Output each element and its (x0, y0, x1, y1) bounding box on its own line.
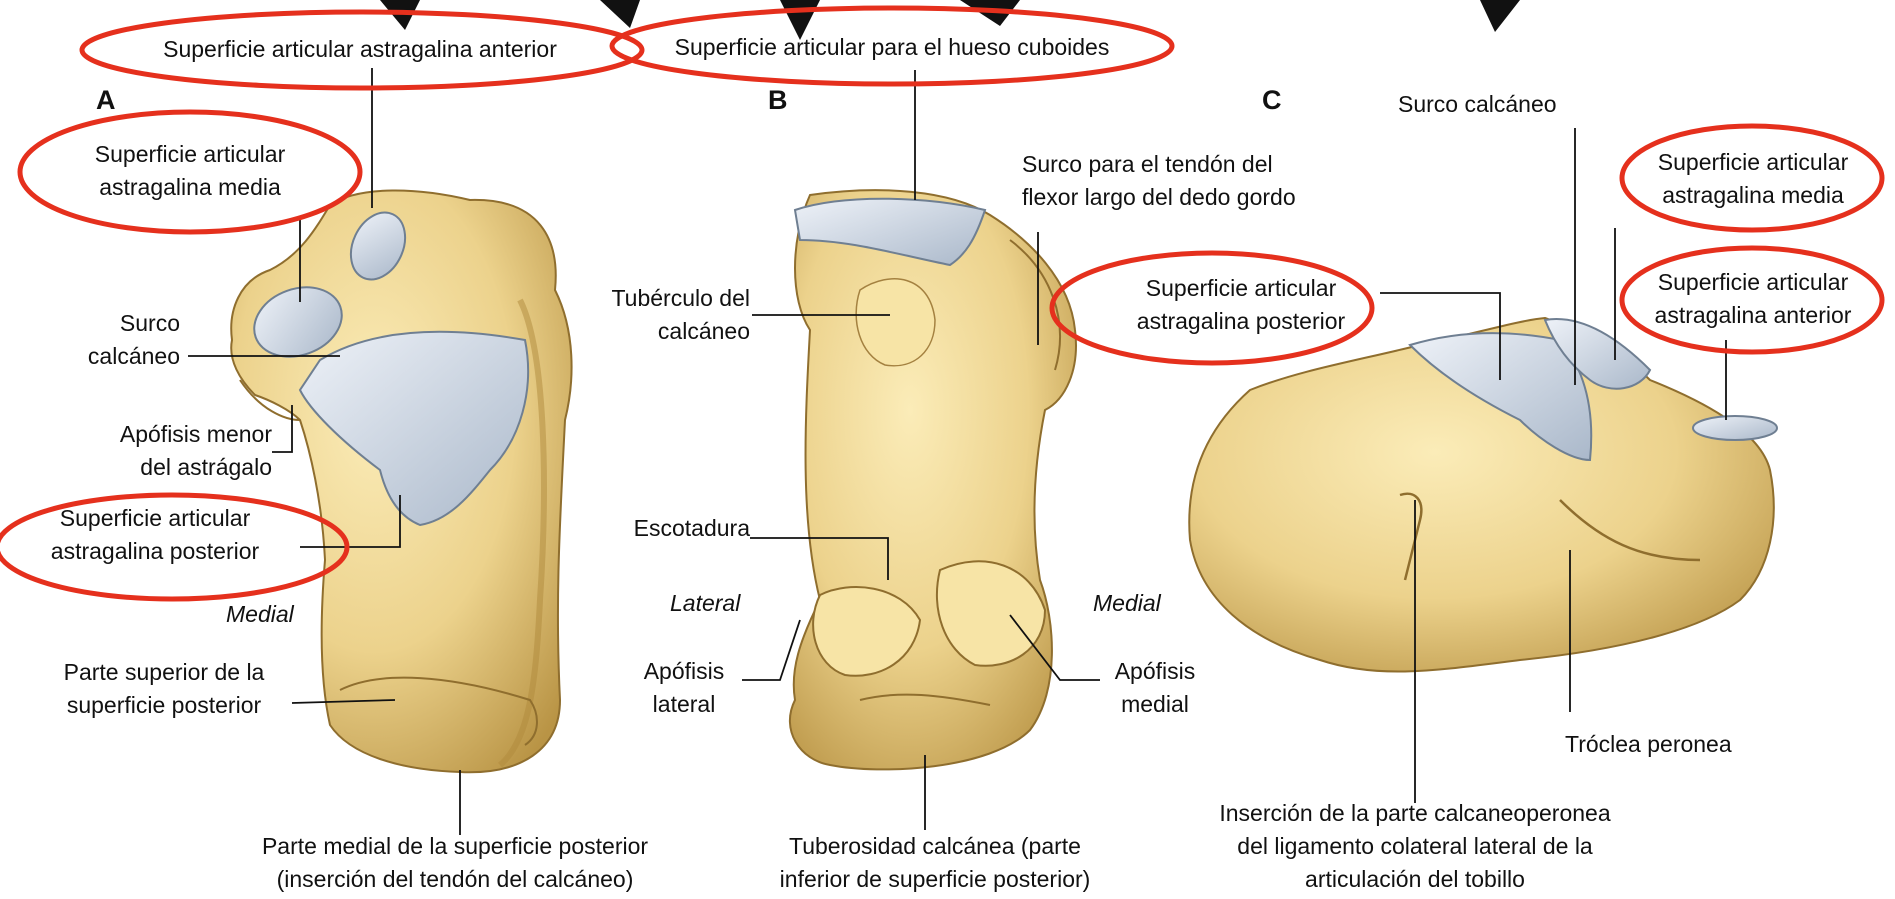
tubercle-b (856, 279, 935, 366)
panel-letter-a: A (96, 85, 116, 116)
panel-letter-b: B (768, 85, 788, 116)
bone-view-b (790, 190, 1076, 769)
label-a-medial-post: Parte medial de la superficie posterior … (195, 830, 715, 896)
label-line: articulación del tobillo (1195, 863, 1635, 896)
label-line: inferior de superficie posterior) (745, 863, 1125, 896)
label-line: Tróclea peronea (1565, 728, 1732, 761)
label-line: (inserción del tendón del calcáneo) (195, 863, 715, 896)
label-line: Superficie articular astragalina anterio… (100, 33, 620, 66)
label-line: astragalina anterior (1622, 299, 1884, 332)
label-line: Tuberosidad calcánea (parte (745, 830, 1125, 863)
label-b-tuberosity: Tuberosidad calcánea (parte inferior de … (745, 830, 1125, 896)
label-b-lateral-side: Lateral (670, 587, 740, 620)
label-line: Surco calcáneo (1398, 88, 1557, 121)
label-line: astragalina media (1628, 179, 1878, 212)
label-b-fhl-groove: Surco para el tendón del flexor largo de… (1022, 148, 1296, 214)
label-line: astragalina posterior (10, 535, 300, 568)
label-line: Superficie articular (1628, 146, 1878, 179)
label-line: astragalina media (40, 171, 340, 204)
label-line: Apófisis (1100, 655, 1210, 688)
label-c-ant-facet: Superficie articular astragalina anterio… (1622, 266, 1884, 332)
label-line: Surco para el tendón del (1022, 148, 1296, 181)
ant-facet-c (1693, 416, 1777, 440)
label-line: Apófisis menor (40, 418, 272, 451)
label-a-medial-side: Medial (226, 598, 294, 631)
label-line: astragalina posterior (1096, 305, 1386, 338)
label-a-mid-facet: Superficie articular astragalina media (40, 138, 340, 204)
label-line: medial (1100, 688, 1210, 721)
label-c-trochlea: Tróclea peronea (1565, 728, 1732, 761)
label-line: Escotadura (560, 512, 750, 545)
label-a-groove: Surco calcáneo (50, 307, 180, 373)
label-c-ligament: Inserción de la parte calcaneoperonea de… (1195, 797, 1635, 896)
panel-letter-c: C (1262, 85, 1282, 116)
bone-view-c (1189, 318, 1777, 672)
label-line: Inserción de la parte calcaneoperonea (1195, 797, 1635, 830)
label-line: superficie posterior (30, 689, 298, 722)
label-b-lateral-process: Apófisis lateral (628, 655, 740, 721)
label-a-ant-facet: Superficie articular astragalina anterio… (100, 33, 620, 66)
label-line: calcáneo (560, 315, 750, 348)
label-line: Superficie articular (40, 138, 340, 171)
label-line: Superficie articular (1622, 266, 1884, 299)
label-line: lateral (628, 688, 740, 721)
label-line: Tubérculo del (560, 282, 750, 315)
label-line: del astrágalo (40, 451, 272, 484)
label-line: calcáneo (50, 340, 180, 373)
label-c-groove: Surco calcáneo (1398, 88, 1557, 121)
leader-line (742, 620, 800, 680)
label-line: Superficie articular (10, 502, 300, 535)
label-b-tubercle: Tubérculo del calcáneo (560, 282, 750, 348)
label-a-sustentaculum: Apófisis menor del astrágalo (40, 418, 272, 484)
label-b-medial-side: Medial (1093, 587, 1161, 620)
label-b-medial-process: Apófisis medial (1100, 655, 1210, 721)
label-c-post-facet: Superficie articular astragalina posteri… (1096, 272, 1386, 338)
label-b-cuboid: Superficie articular para el hueso cuboi… (632, 31, 1152, 64)
bone-shape-b (790, 190, 1076, 769)
label-line: Superficie articular (1096, 272, 1386, 305)
label-line: Parte superior de la (30, 656, 298, 689)
label-line: flexor largo del dedo gordo (1022, 181, 1296, 214)
label-line: del ligamento colateral lateral de la (1195, 830, 1635, 863)
label-c-mid-facet: Superficie articular astragalina media (1628, 146, 1878, 212)
label-line: Apófisis (628, 655, 740, 688)
label-line: Parte medial de la superficie posterior (195, 830, 715, 863)
label-line: Superficie articular para el hueso cuboi… (632, 31, 1152, 64)
label-b-notch: Escotadura (560, 512, 750, 545)
label-a-post-facet: Superficie articular astragalina posteri… (10, 502, 300, 568)
label-line: Surco (50, 307, 180, 340)
label-a-upper-post: Parte superior de la superficie posterio… (30, 656, 298, 722)
